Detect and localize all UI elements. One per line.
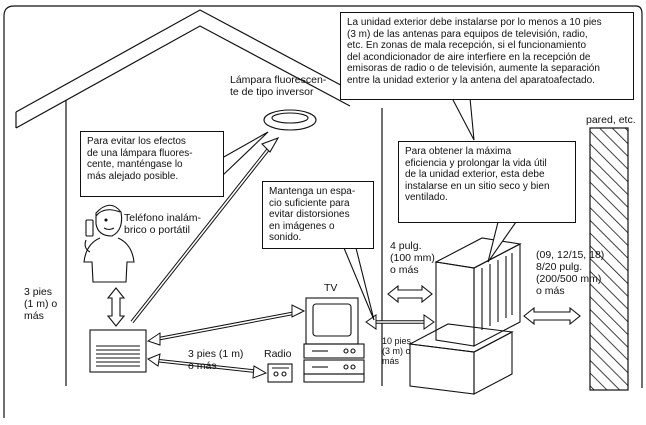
- pointer-fluorescent: [221, 131, 269, 178]
- fluorescent-lamp: [263, 109, 317, 131]
- video-deck: [303, 343, 365, 383]
- callout-efficiency: Para obtener la máxima eficiencia y prol…: [398, 141, 576, 223]
- callout-exterior-unit: La unidad exterior debe instalarse por l…: [340, 12, 634, 100]
- label-rear: (09, 12/15, 18) 8/20 pulg. (200/500 mm) …: [536, 249, 605, 297]
- house-walls: [65, 100, 383, 386]
- radio: [267, 363, 293, 383]
- pointer-exterior: [451, 97, 475, 141]
- label-radio: Radio: [264, 348, 292, 360]
- arrow-rear: [523, 306, 581, 326]
- indoor-unit: [89, 329, 147, 373]
- phone-person: [83, 204, 135, 283]
- frame: [3, 5, 643, 388]
- house-roof: [15, 9, 351, 129]
- label-tv: TV: [324, 282, 338, 294]
- arrow-4in: [387, 284, 433, 304]
- callout-fluorescent: Para evitar los efectos de una lámpara f…: [80, 131, 224, 197]
- tv: [305, 297, 359, 345]
- label-3ft-horizontal: 3 pies (1 m) o más: [188, 348, 244, 372]
- label-wall: pared, etc.: [586, 114, 636, 126]
- callout-space: Mantenga un espa- cio suficiente para ev…: [262, 181, 374, 249]
- outdoor-unit: [408, 237, 522, 395]
- hatched-wall: [589, 127, 629, 391]
- label-3ft-vertical: 3 pies (1 m) o más: [24, 286, 58, 322]
- label-lamp: Lámpara fluorescen- te de tipo inversor: [230, 74, 327, 98]
- label-10ft: 10 pies (3 m) o más: [382, 336, 412, 366]
- pointer-space: [343, 247, 375, 321]
- label-4in: 4 pulg. (100 mm) o más: [390, 240, 435, 276]
- label-phone: Teléfono inalám- brico o portátil: [124, 212, 202, 236]
- arrow-vertical: [106, 287, 126, 327]
